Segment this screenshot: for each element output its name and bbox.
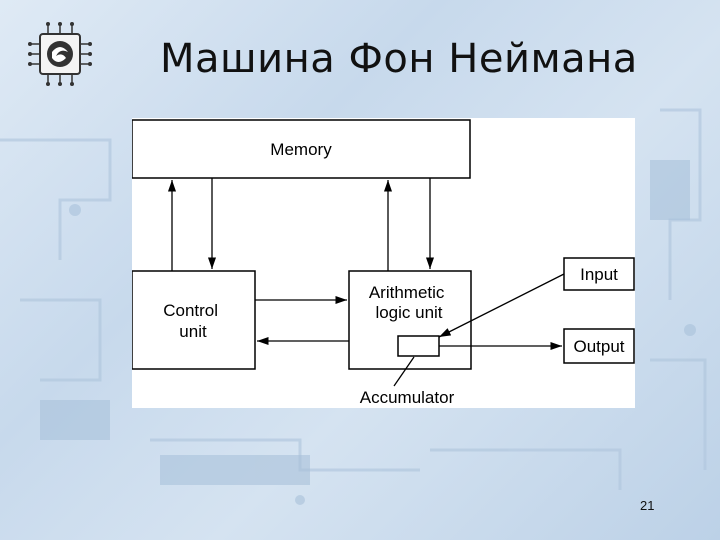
accumulator-pointer (393, 356, 415, 387)
memory-box (132, 119, 471, 179)
chip-logo-icon (28, 22, 92, 86)
input-box (563, 257, 635, 291)
output-box (563, 328, 635, 364)
output-label: Output (573, 337, 624, 356)
diagram-panel: Memory Control unit Arithmetic logic uni… (132, 118, 635, 408)
alu-label: Arithmetic logic unit (369, 283, 449, 322)
control-unit-label: Control unit (163, 301, 223, 341)
von-neumann-diagram: Memory Control unit Arithmetic logic uni… (132, 119, 635, 407)
input-label: Input (580, 265, 618, 284)
arrow-input-to-accumulator (438, 273, 565, 338)
accumulator-box (397, 335, 440, 357)
memory-label: Memory (270, 140, 332, 159)
page-number: 21 (640, 498, 655, 513)
accumulator-label: Accumulator (360, 388, 455, 407)
control-unit-box (132, 270, 256, 370)
slide-title: Машина Фон Неймана (160, 36, 638, 82)
